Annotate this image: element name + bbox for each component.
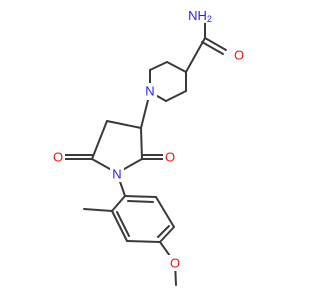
bond-aryl-methyl xyxy=(83,208,113,212)
ether-oxygen-text: O xyxy=(170,256,180,271)
piperidine-nitrogen-text: N xyxy=(145,84,154,99)
bond-aryl-c4-c5-inner xyxy=(157,225,170,238)
bond-succ-c2-c3 xyxy=(140,127,143,160)
bond-succ-c4-c5 xyxy=(91,120,108,160)
bond-aryl-c2-c3-inner xyxy=(116,211,130,237)
imide-oxygen-right-label: O xyxy=(163,149,177,165)
bond-amide-c-o-double xyxy=(201,41,224,55)
bond-amide-c-o xyxy=(204,37,227,51)
molecule-structure: NH2 O N O O N O xyxy=(51,6,246,286)
bonds xyxy=(62,21,227,286)
amide-oxygen-text: O xyxy=(234,48,244,63)
bond-aryl-c5-c6 xyxy=(155,196,175,228)
amide-oxygen-label: O xyxy=(232,47,246,63)
imide-oxygen-left-text: O xyxy=(53,150,63,165)
imide-nitrogen-text: N xyxy=(112,167,121,182)
piperidine-nitrogen-label: N xyxy=(143,83,157,100)
bond-succ-c3-c4 xyxy=(106,120,142,129)
amide-nitrogen-label: NH2 xyxy=(188,6,217,24)
imide-nitrogen-label: N xyxy=(110,166,124,182)
bond-aryl-c6-c1-inner xyxy=(127,200,154,203)
bond-aryl-c2-c3 xyxy=(111,210,128,242)
bond-pip-c3-c2 xyxy=(149,61,168,71)
bond-pip-c6-c5 xyxy=(165,90,187,102)
amide-nitrogen-text: NH2 xyxy=(188,8,212,25)
bond-pip-c4-c3 xyxy=(166,61,187,73)
imide-oxygen-left-label: O xyxy=(51,149,65,165)
atom-labels: NH2 O N O O N O xyxy=(51,6,246,271)
bond-aryl-c4-c5 xyxy=(159,226,175,243)
bond-aryl-c3-c4 xyxy=(126,240,161,243)
bond-aryl-c1-c2 xyxy=(111,195,126,212)
ether-oxygen-label: O xyxy=(168,255,182,271)
amide-nitrogen-subscript: 2 xyxy=(207,14,212,24)
imide-oxygen-right-text: O xyxy=(165,150,175,165)
bond-aryl-c6-c1 xyxy=(124,195,157,198)
bond-amide-c-ring xyxy=(185,37,206,73)
